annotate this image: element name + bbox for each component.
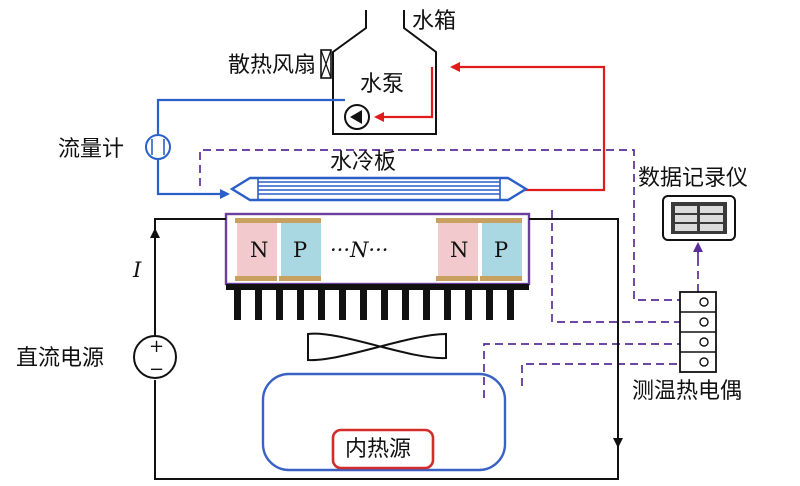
- cold-water-pipe: [156, 98, 345, 199]
- n-leg-1: [237, 223, 277, 276]
- heat-sink-fin: [423, 290, 430, 320]
- cell-n-2: N: [450, 238, 468, 262]
- cell-p-2: P: [494, 238, 508, 262]
- heat-sink-fin: [234, 290, 241, 320]
- inner-fan-icon: [307, 332, 447, 362]
- thermoelectric-module: [224, 212, 531, 286]
- heat-sink-fin: [486, 290, 493, 320]
- water-tank: [332, 10, 437, 135]
- p-leg-2: [482, 223, 522, 276]
- cell-n-1: N: [250, 238, 268, 262]
- heat-sink-fin: [297, 290, 304, 320]
- heat-sink-fin: [402, 290, 409, 320]
- inner-heat-source: [331, 428, 435, 470]
- thermocouple-junction: [679, 291, 717, 373]
- current-label: I: [132, 258, 142, 282]
- cell-n-middle: ···N···: [330, 238, 388, 262]
- heat-sink-fin: [339, 290, 346, 320]
- dc-power-label: 直流电源: [16, 346, 104, 371]
- inner-chamber: [261, 372, 507, 472]
- cold-plate-label: 水冷板: [330, 150, 396, 175]
- power-minus: −: [149, 359, 164, 380]
- dc-power-icon: [133, 335, 177, 379]
- inner-heat-source-label: 内热源: [345, 437, 411, 462]
- heat-sink-fin: [318, 290, 325, 320]
- hot-water-pipe: [374, 62, 606, 192]
- cell-p-1: P: [293, 238, 307, 262]
- thermocouple-label: 测温热电偶: [632, 379, 742, 404]
- cooling-fan-label: 散热风扇: [228, 53, 316, 78]
- heat-sink-fin: [507, 290, 514, 320]
- heat-sink-fin: [465, 290, 472, 320]
- data-logger-label: 数据记录仪: [638, 166, 748, 191]
- water-pump-label: 水泵: [360, 72, 404, 97]
- data-logger-icon: [662, 195, 736, 241]
- heat-sink-fin: [360, 290, 367, 320]
- power-plus: +: [149, 336, 164, 357]
- p-leg-1: [281, 223, 321, 276]
- water-pump-icon: [344, 104, 370, 130]
- heat-sink-fin: [276, 290, 283, 320]
- water-tank-label: 水箱: [412, 9, 456, 34]
- flow-meter-icon: [145, 134, 171, 160]
- heat-sink-fin: [255, 290, 262, 320]
- thermocouple-wires: [199, 149, 699, 398]
- heat-sink: [226, 284, 529, 320]
- heat-sink-fin: [381, 290, 388, 320]
- n-leg-2: [438, 223, 478, 276]
- water-cold-plate: [229, 176, 529, 202]
- cooling-fan-icon: [320, 49, 332, 79]
- flow-meter-label: 流量计: [58, 137, 124, 162]
- heat-sink-fin: [444, 290, 451, 320]
